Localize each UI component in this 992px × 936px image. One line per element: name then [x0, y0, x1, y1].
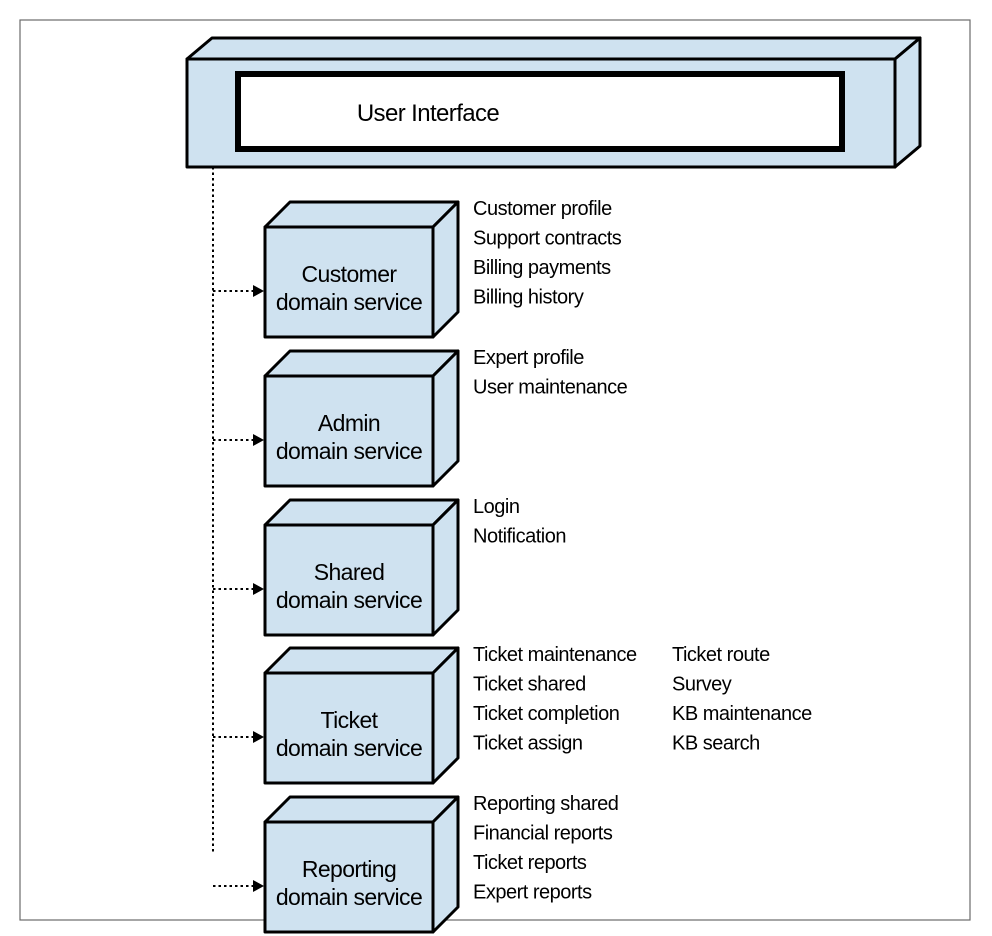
service-subtitle: domain service [276, 587, 422, 613]
feature-item: Customer profile [473, 198, 612, 220]
feature-item: Billing payments [473, 257, 611, 279]
service-name: Customer [302, 261, 398, 287]
feature-item: KB search [672, 733, 760, 755]
arrowhead-icon [253, 285, 264, 297]
feature-item: Expert reports [473, 882, 592, 904]
ui-inner-panel [235, 71, 845, 152]
feature-item: Support contracts [473, 228, 622, 250]
feature-item: Notification [473, 526, 566, 548]
box-top-face [263, 349, 460, 378]
box-top-face [263, 200, 460, 229]
box-top-face [263, 795, 460, 824]
box-side-face [431, 349, 460, 488]
service-name: Ticket [321, 707, 379, 733]
ui-top-face [185, 36, 922, 61]
diagram-frame [19, 19, 971, 921]
service-subtitle: domain service [276, 884, 422, 910]
box-front-face [263, 671, 435, 785]
service-subtitle: domain service [276, 438, 422, 464]
service-name: Reporting [302, 856, 396, 882]
feature-item: Ticket shared [473, 674, 586, 696]
feature-item: KB maintenance [672, 703, 812, 725]
box-side-face [431, 646, 460, 785]
service-subtitle: domain service [276, 289, 422, 315]
feature-item: User maintenance [473, 377, 628, 399]
arrowhead-icon [253, 583, 264, 595]
feature-item: Ticket reports [473, 852, 587, 874]
arrowhead-icon [253, 731, 264, 743]
feature-item: Ticket assign [473, 733, 582, 755]
feature-item: Ticket route [672, 644, 770, 666]
service-name: Shared [314, 559, 385, 585]
box-front-face [263, 523, 435, 637]
feature-item: Billing history [473, 287, 584, 309]
feature-item: Login [473, 496, 519, 518]
box-front-face [263, 820, 435, 934]
service-subtitle: domain service [276, 735, 422, 761]
box-top-face [263, 646, 460, 675]
feature-item: Survey [672, 674, 732, 696]
feature-item: Ticket completion [473, 703, 619, 725]
feature-item: Reporting shared [473, 793, 618, 815]
service-name: Admin [318, 410, 380, 436]
arrowhead-icon [253, 880, 264, 892]
feature-item: Ticket maintenance [473, 644, 637, 666]
box-side-face [431, 200, 460, 339]
box-top-face [263, 498, 460, 527]
ui-side-face [893, 36, 922, 169]
arrowhead-icon [253, 434, 264, 446]
feature-item: Financial reports [473, 823, 613, 845]
ui-title: User Interface [357, 100, 500, 127]
user-interface-block: User Interface [185, 36, 922, 169]
box-front-face [263, 225, 435, 339]
box-front-face [263, 374, 435, 488]
feature-item: Expert profile [473, 347, 584, 369]
box-side-face [431, 498, 460, 637]
box-side-face [431, 795, 460, 934]
